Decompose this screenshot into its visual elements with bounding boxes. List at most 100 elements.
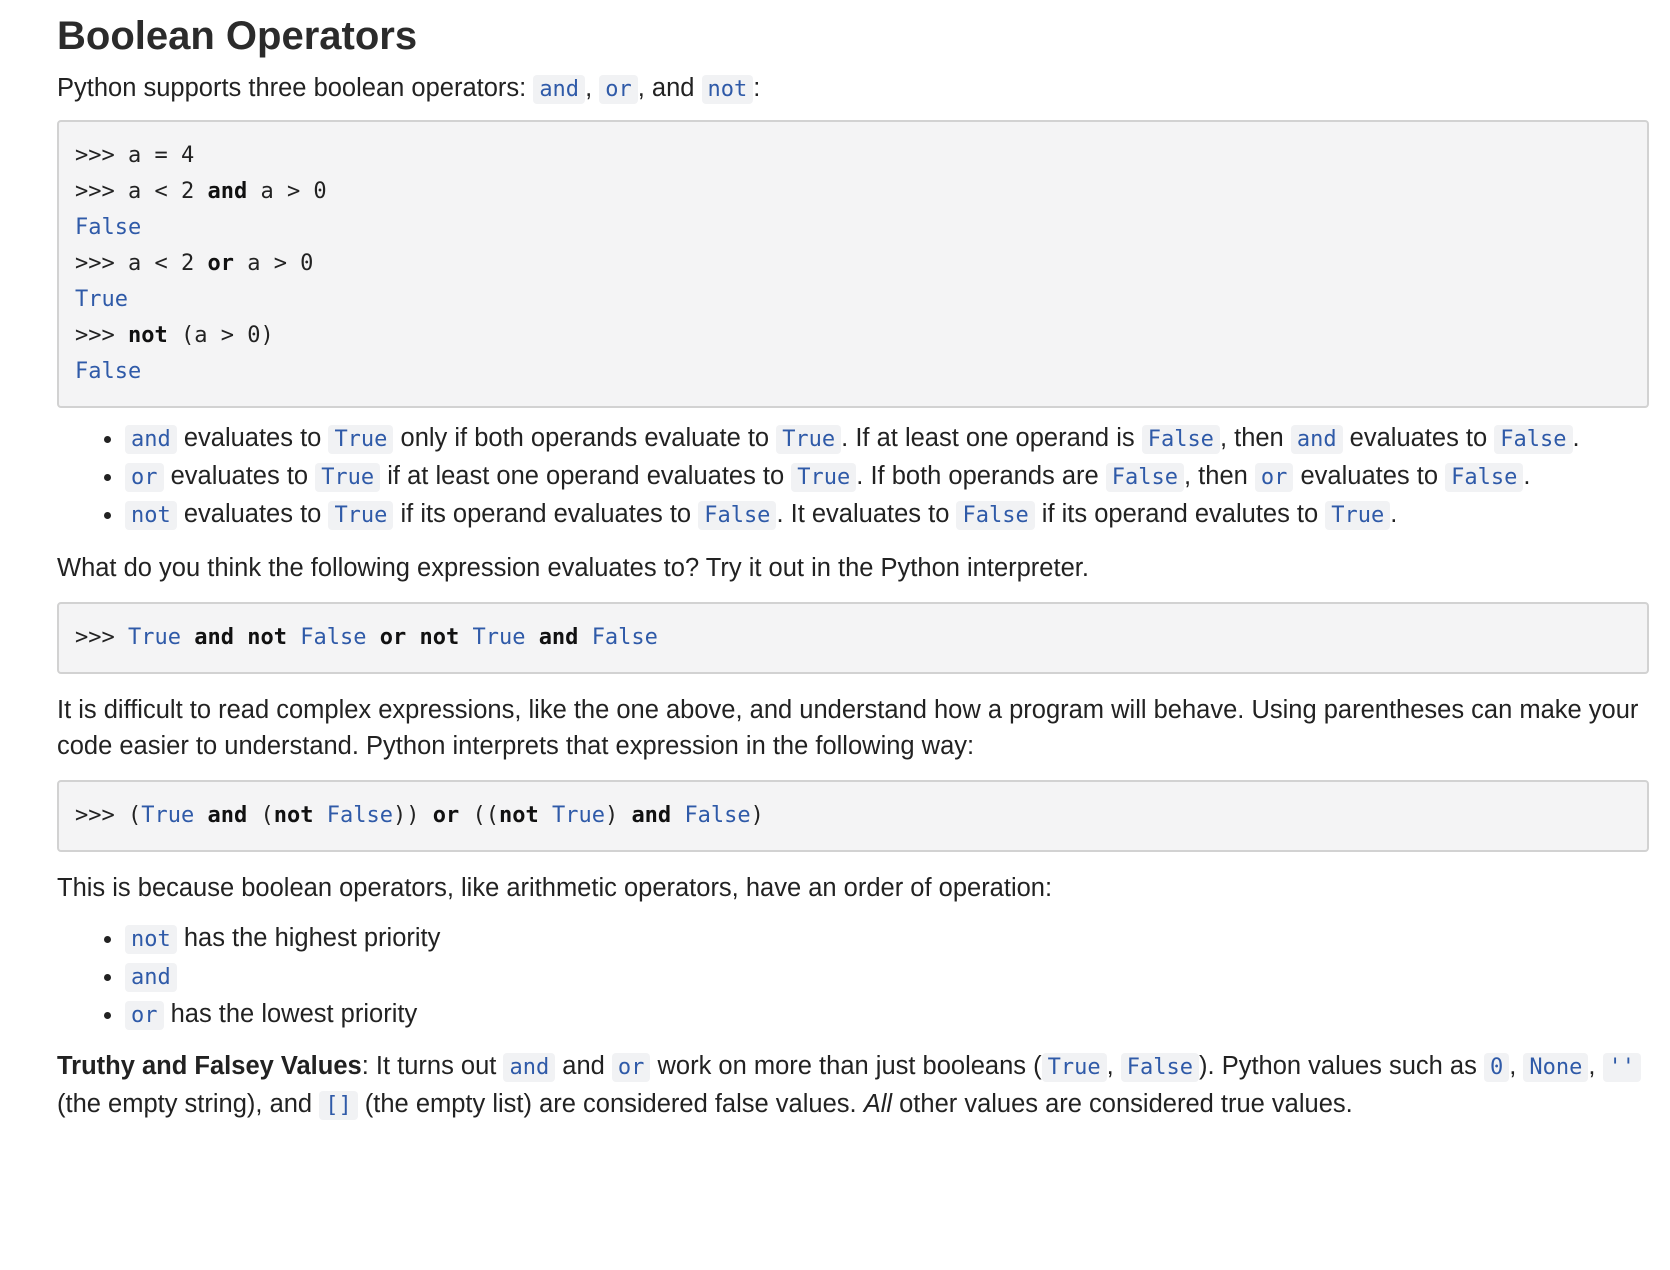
inline-code: and xyxy=(533,75,586,104)
inline-code: True xyxy=(328,425,394,454)
code-output: False xyxy=(75,215,142,240)
inline-code: False xyxy=(698,501,777,530)
inline-code: True xyxy=(776,425,842,454)
code-line: >>> a < 2 and a > 0 xyxy=(75,179,327,204)
document: Boolean Operators Python supports three … xyxy=(57,8,1649,1124)
intro-sep: , and xyxy=(637,74,702,102)
list-text: evaluates to xyxy=(176,500,329,528)
inline-code: False xyxy=(1445,463,1524,492)
code-literal: False xyxy=(326,803,393,828)
section-heading: Boolean Operators xyxy=(57,14,418,58)
list-text: has the lowest priority xyxy=(163,1000,418,1028)
para-text: and xyxy=(555,1052,612,1080)
list-text: if its operand evaluates to xyxy=(393,500,699,528)
inline-code: not xyxy=(701,75,754,104)
list-text: evaluates to xyxy=(163,462,316,490)
list-text: . xyxy=(1390,500,1398,528)
list-text: if its operand evalutes to xyxy=(1034,500,1326,528)
code-text: ) xyxy=(604,803,632,828)
para-text: ). Python values such as xyxy=(1199,1052,1484,1080)
inline-code: True xyxy=(315,463,381,492)
operator-rules-list: and evaluates to True only if both opera… xyxy=(57,420,1649,534)
emphasis: All xyxy=(863,1090,893,1118)
list-text: . xyxy=(1523,462,1531,490)
code-text: >>> a < 2 xyxy=(75,251,208,276)
code-text: >>> a < 2 xyxy=(75,179,208,204)
inline-code: False xyxy=(1105,463,1185,492)
para-text: (the empty string), and xyxy=(57,1090,320,1118)
list-item: not evaluates to True if its operand eva… xyxy=(125,496,1649,534)
explanation-paragraph: It is difficult to read complex expressi… xyxy=(57,696,1639,760)
list-item: and xyxy=(125,958,1649,996)
inline-code: False xyxy=(1494,425,1573,454)
code-text: a > 0 xyxy=(247,179,327,204)
list-text: . If at least one operand is xyxy=(841,424,1142,452)
inline-code: True xyxy=(1325,501,1391,530)
para-text: , xyxy=(1509,1052,1524,1080)
inline-code: None xyxy=(1523,1053,1589,1082)
code-line: >>> not (a > 0) xyxy=(75,323,274,348)
code-text: )) xyxy=(392,803,433,828)
para-text: work on more than just booleans ( xyxy=(650,1052,1042,1080)
code-keyword: and xyxy=(207,179,248,204)
list-text: . If both operands are xyxy=(856,462,1106,490)
inline-code: or xyxy=(599,75,638,104)
code-keyword: not xyxy=(498,803,539,828)
code-keyword: or xyxy=(432,803,460,828)
code-literal: False xyxy=(300,625,367,650)
code-block-parenthesized: >>> (True and (not False)) or ((not True… xyxy=(57,780,1649,852)
code-text: >>> xyxy=(75,323,128,348)
code-text: ( xyxy=(247,803,274,828)
code-keyword: not xyxy=(273,803,314,828)
question-paragraph: What do you think the following expressi… xyxy=(57,554,1089,582)
code-keyword: and xyxy=(194,625,234,650)
inline-code: 0 xyxy=(1483,1053,1510,1082)
inline-code: True xyxy=(1041,1053,1107,1082)
inline-code: or xyxy=(1254,463,1294,492)
list-text: , then xyxy=(1219,424,1291,452)
list-text: if at least one operand evaluates to xyxy=(380,462,792,490)
inline-code: '' xyxy=(1602,1053,1642,1082)
code-literal: False xyxy=(591,625,658,650)
inline-code: False xyxy=(1120,1053,1200,1082)
inline-code: or xyxy=(125,1001,164,1030)
code-literal: True xyxy=(472,625,526,650)
para-text: , xyxy=(1588,1052,1603,1080)
para-text: , xyxy=(1106,1052,1121,1080)
code-line: >>> a = 4 xyxy=(75,143,195,168)
list-text: has the highest priority xyxy=(176,924,441,952)
inline-code: [] xyxy=(319,1091,358,1120)
code-keyword: not xyxy=(247,625,287,650)
code-keyword: or xyxy=(379,625,407,650)
para-text: : It turns out xyxy=(361,1052,504,1080)
truthy-heading: Truthy and Falsey Values xyxy=(57,1052,362,1080)
code-block-example: >>> a = 4 >>> a < 2 and a > 0 False >>> … xyxy=(57,120,1649,408)
inline-code: True xyxy=(328,501,394,530)
intro-paragraph: Python supports three boolean operators:… xyxy=(57,70,1649,108)
code-prompt: >>> xyxy=(75,625,128,650)
code-line: >>> a < 2 or a > 0 xyxy=(75,251,313,276)
inline-code: not xyxy=(125,925,177,954)
inline-code: True xyxy=(791,463,857,492)
intro-sep: : xyxy=(753,74,761,102)
list-text: . xyxy=(1572,424,1580,452)
list-item: not has the highest priority xyxy=(125,920,1649,958)
code-output: True xyxy=(75,287,128,312)
inline-code: or xyxy=(125,463,164,492)
list-item: or evaluates to True if at least one ope… xyxy=(125,458,1649,496)
code-text: ) xyxy=(750,803,764,828)
list-text: evaluates to xyxy=(176,424,329,452)
code-text: a > 0 xyxy=(233,251,314,276)
para-text: (the empty list) are considered false va… xyxy=(357,1090,864,1118)
para-text: other values are considered true values. xyxy=(892,1090,1353,1118)
inline-code: False xyxy=(956,501,1035,530)
code-output: False xyxy=(75,359,142,384)
code-prompt: >>> ( xyxy=(75,803,142,828)
inline-code: not xyxy=(125,501,177,530)
code-keyword: and xyxy=(207,803,248,828)
inline-code: and xyxy=(1290,425,1343,454)
list-text: . It evaluates to xyxy=(776,500,957,528)
code-keyword: and xyxy=(631,803,672,828)
list-text: evaluates to xyxy=(1293,462,1446,490)
inline-code: and xyxy=(125,963,177,992)
